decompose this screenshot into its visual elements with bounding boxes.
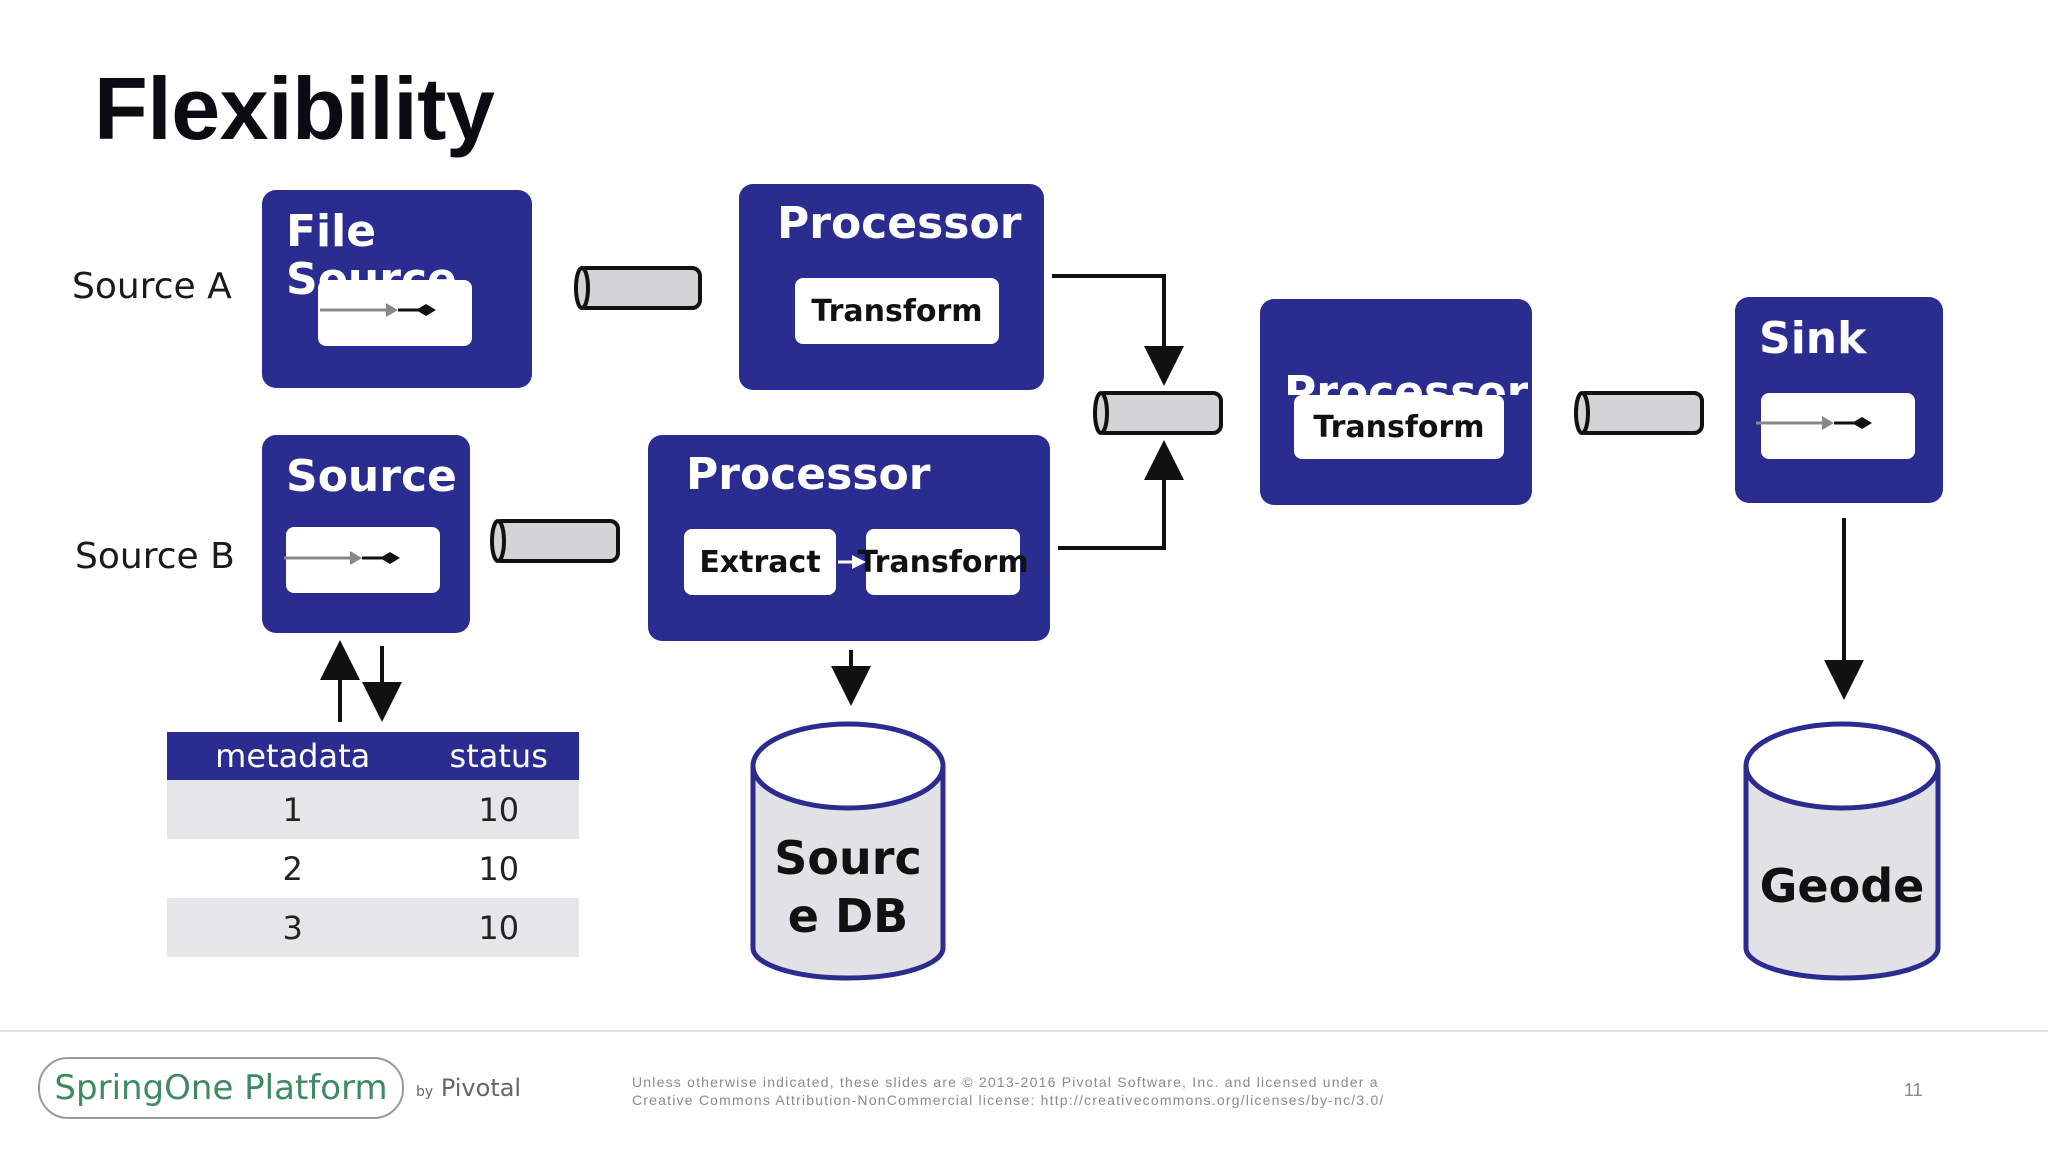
processor-a-title: Processor bbox=[777, 198, 1022, 249]
source-b-label: Source B bbox=[75, 536, 235, 577]
processor-a-box: Processor Transform bbox=[739, 184, 1044, 390]
table-cell: 1 bbox=[167, 780, 419, 839]
source-db-label-line1: Sourc bbox=[774, 831, 922, 885]
extract-to-transform-arrow bbox=[838, 555, 866, 569]
table-row: 1 10 bbox=[167, 780, 579, 839]
processor-merged-title: Processor bbox=[1284, 369, 1529, 395]
source-b-title: Source bbox=[286, 451, 457, 502]
sink-arrow-icon bbox=[1756, 416, 1872, 430]
table-row: 2 10 bbox=[167, 839, 579, 898]
source-b-box: Source bbox=[262, 435, 470, 633]
sink-box: Sink bbox=[1735, 297, 1943, 503]
pipe-to-sink bbox=[1574, 391, 1704, 435]
file-source-arrow-icon bbox=[320, 303, 436, 317]
source-db-label-line2: e DB bbox=[787, 888, 909, 943]
slide-title: Flexibility bbox=[94, 59, 495, 158]
source-b-inner bbox=[286, 527, 440, 593]
page-number: 11 bbox=[1904, 1080, 1923, 1100]
springone-logo: SpringOne Platform bbox=[38, 1057, 404, 1119]
metadata-table: metadata status 1 10 2 10 3 10 bbox=[167, 732, 579, 957]
pivotal-byline: by Pivotal bbox=[416, 1074, 521, 1102]
status-column-header: status bbox=[418, 732, 579, 780]
source-db-label: Sourc e DB bbox=[753, 830, 943, 945]
table-cell: 10 bbox=[418, 898, 579, 957]
file-source-box: File Source bbox=[262, 190, 532, 388]
source-db-cylinder bbox=[750, 721, 946, 981]
processor-merged-transform: Transform bbox=[1294, 395, 1504, 459]
by-text: by bbox=[416, 1084, 434, 1100]
processor-a-to-merge-connector bbox=[1052, 274, 1184, 386]
legal-line-2: Creative Commons Attribution-NonCommerci… bbox=[632, 1092, 1385, 1108]
processor-b-box: Processor Extract Transform bbox=[648, 435, 1050, 641]
metadata-column-header: metadata bbox=[167, 732, 419, 780]
processor-b-title: Processor bbox=[686, 449, 931, 500]
table-cell: 2 bbox=[167, 839, 419, 898]
table-header-row: metadata status bbox=[167, 732, 579, 780]
file-source-inner bbox=[318, 280, 472, 346]
table-cell: 10 bbox=[418, 839, 579, 898]
pivotal-logo: Pivotal bbox=[440, 1074, 522, 1102]
file-source-title: File Source bbox=[286, 206, 457, 304]
processor-a-transform: Transform bbox=[795, 278, 999, 344]
source-a-label: Source A bbox=[72, 266, 232, 307]
table-cell: 3 bbox=[167, 898, 419, 957]
geode-cylinder bbox=[1743, 721, 1941, 981]
table-cell: 10 bbox=[418, 780, 579, 839]
sink-inner bbox=[1761, 393, 1915, 459]
legal-line-1: Unless otherwise indicated, these slides… bbox=[632, 1074, 1379, 1090]
processor-merged-box: Processor Transform bbox=[1260, 299, 1532, 505]
processor-b-extract: Extract bbox=[684, 529, 836, 595]
processor-b-transform: Transform bbox=[857, 529, 1029, 595]
geode-label: Geode bbox=[1759, 859, 1925, 913]
pipe-source-b bbox=[490, 519, 620, 563]
pipe-merge bbox=[1093, 391, 1223, 435]
source-b-arrow-icon bbox=[284, 551, 400, 565]
processor-b-to-merge-connector bbox=[1058, 440, 1184, 550]
table-row: 3 10 bbox=[167, 898, 579, 957]
sink-title: Sink bbox=[1759, 313, 1867, 364]
pipe-source-a bbox=[574, 266, 702, 310]
footer-divider bbox=[0, 1030, 2048, 1032]
legal-notice: Unless otherwise indicated, these slides… bbox=[632, 1073, 1492, 1109]
